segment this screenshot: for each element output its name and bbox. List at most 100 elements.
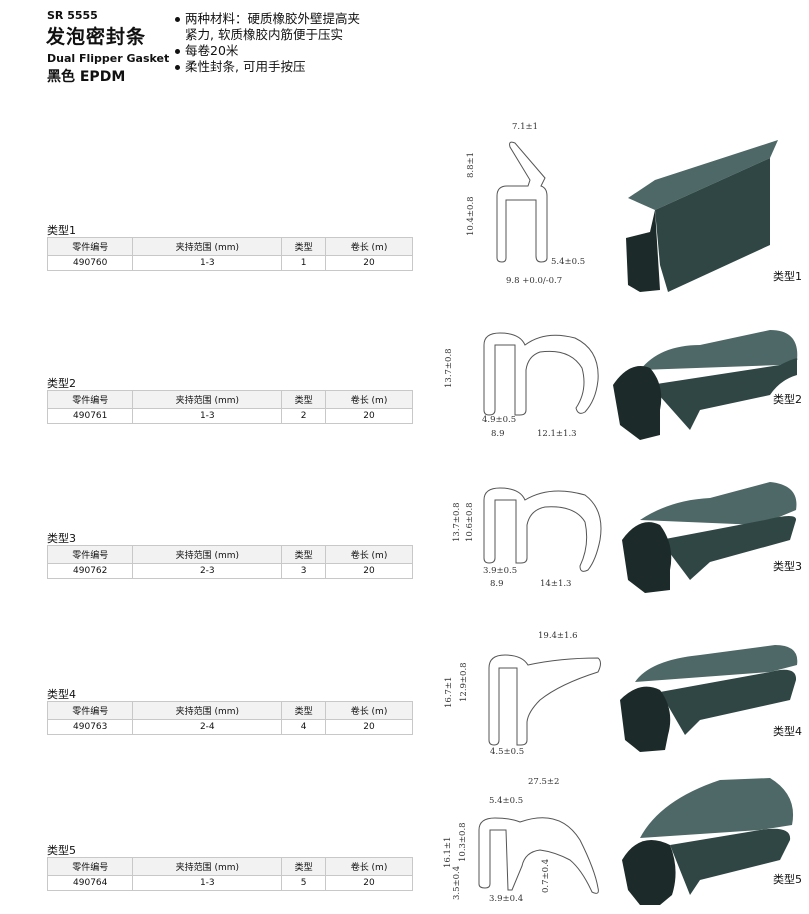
table-cell: 20 <box>325 875 413 891</box>
dimension-label: 4.9±0.5 <box>482 415 517 425</box>
dimension-label: 4.5±0.5 <box>490 747 525 757</box>
table-cell: 5 <box>281 875 327 891</box>
table-cell: 490761 <box>46 408 134 424</box>
dimension-label: 5.4±0.5 <box>489 796 524 806</box>
dimension-label: 3.9±0.4 <box>489 894 524 904</box>
gasket-render-front <box>660 669 797 735</box>
profile-drawing <box>483 332 599 416</box>
profile-drawing <box>488 654 601 746</box>
dimension-label: 16.7±1 <box>444 676 454 708</box>
column-header: 零件编号 <box>46 390 134 409</box>
table-cell: 20 <box>325 408 413 424</box>
table-cell: 4 <box>281 719 327 735</box>
table-header-row: 零件编号夹持范围 (mm)类型卷长 (m) <box>46 701 413 720</box>
table-cell: 2 <box>281 408 327 424</box>
table-cell: 1-3 <box>132 255 283 271</box>
dimension-label: 8.8±1 <box>466 151 476 178</box>
dimension-label: 3.5±0.4 <box>452 865 462 900</box>
gasket-render-top <box>635 645 798 682</box>
dimension-label: 14±1.3 <box>540 579 572 589</box>
dimension-label: 27.5±2 <box>528 777 560 787</box>
gasket-render-end <box>620 686 671 752</box>
type-label: 类型2 <box>47 377 76 390</box>
column-header: 夹持范围 (mm) <box>132 857 283 876</box>
column-header: 卷长 (m) <box>325 857 413 876</box>
column-header: 零件编号 <box>46 237 134 256</box>
table-cell: 490764 <box>46 875 134 891</box>
table-cell: 490762 <box>46 563 134 579</box>
dimension-label: 10.3±0.8 <box>458 822 468 862</box>
column-header: 类型 <box>281 237 327 256</box>
table-header-row: 零件编号夹持范围 (mm)类型卷长 (m) <box>46 545 413 564</box>
feature-list: 两种材料：硬质橡胶外壁提高夹 紧力, 软质橡胶内筋便于压实 每卷20米 柔性封条… <box>175 11 360 75</box>
dimension-label: 3.9±0.5 <box>483 566 518 576</box>
gasket-render-top <box>640 330 798 370</box>
dimension-label: 0.7±0.4 <box>541 858 551 893</box>
dimension-label: 12.1±1.3 <box>537 429 577 439</box>
gasket-render-top <box>628 140 778 210</box>
column-header: 零件编号 <box>46 701 134 720</box>
gasket-render-top <box>640 482 797 525</box>
product-subtitle: Dual Flipper Gasket <box>47 52 170 65</box>
render-type-label: 类型3 <box>773 560 802 573</box>
table-cell: 2-4 <box>132 719 283 735</box>
dimension-label: 10.6±0.8 <box>465 502 475 542</box>
profile-drawing <box>478 817 599 894</box>
type-label: 类型4 <box>47 688 76 701</box>
column-header: 夹持范围 (mm) <box>132 237 283 256</box>
dimension-label: 13.7±0.8 <box>444 348 454 388</box>
gasket-render-front <box>670 828 791 895</box>
dimension-label: 16.1±1 <box>443 836 453 868</box>
type-label: 类型1 <box>47 224 76 237</box>
dimension-label: 8.9 <box>490 579 504 589</box>
feature-item: 柔性封条, 可用手按压 <box>175 59 360 75</box>
column-header: 零件编号 <box>46 857 134 876</box>
gasket-render-end <box>622 840 676 905</box>
table-header-row: 零件编号夹持范围 (mm)类型卷长 (m) <box>46 237 413 256</box>
table-cell: 2-3 <box>132 563 283 579</box>
table-cell: 20 <box>325 255 413 271</box>
dimension-label: 8.9 <box>491 429 505 439</box>
type-label: 类型5 <box>47 844 76 857</box>
table-cell: 20 <box>325 563 413 579</box>
gasket-render-end <box>622 522 672 593</box>
render-type-label: 类型4 <box>773 725 802 738</box>
table-cell: 1-3 <box>132 875 283 891</box>
column-header: 卷长 (m) <box>325 701 413 720</box>
feature-item: 紧力, 软质橡胶内筋便于压实 <box>185 27 343 42</box>
table-cell: 490760 <box>46 255 134 271</box>
dimension-label: 12.9±0.8 <box>459 662 469 702</box>
table-header-row: 零件编号夹持范围 (mm)类型卷长 (m) <box>46 390 413 409</box>
gasket-render-front <box>655 158 770 292</box>
column-header: 类型 <box>281 857 327 876</box>
column-header: 卷长 (m) <box>325 390 413 409</box>
product-title: 发泡密封条 <box>46 26 147 48</box>
gasket-render-end <box>613 366 662 440</box>
column-header: 夹持范围 (mm) <box>132 701 283 720</box>
gasket-render-top <box>640 778 794 838</box>
table-cell: 1-3 <box>132 408 283 424</box>
feature-item: 两种材料：硬质橡胶外壁提高夹 <box>175 11 360 27</box>
column-header: 卷长 (m) <box>325 237 413 256</box>
dimension-label: 7.1±1 <box>512 122 539 132</box>
dimension-label: 5.4±0.5 <box>551 257 586 267</box>
column-header: 类型 <box>281 390 327 409</box>
column-header: 卷长 (m) <box>325 545 413 564</box>
table-cell: 1 <box>281 255 327 271</box>
gasket-render-front <box>660 516 797 580</box>
dimension-label: 9.8 +0.0/-0.7 <box>506 276 563 286</box>
dimension-label: 19.4±1.6 <box>538 631 578 641</box>
type-label: 类型3 <box>47 532 76 545</box>
table-cell: 3 <box>281 563 327 579</box>
profile-drawing <box>483 487 602 572</box>
dimension-label: 13.7±0.8 <box>452 502 462 542</box>
product-code: SR 5555 <box>47 9 98 22</box>
